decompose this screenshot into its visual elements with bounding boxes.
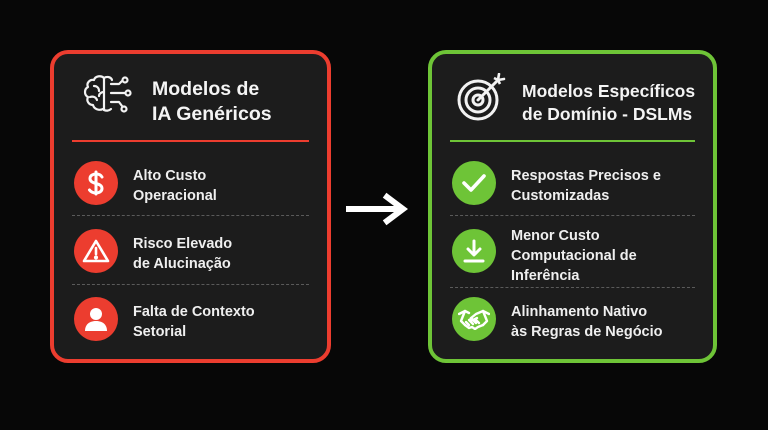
- dashed-divider: [450, 215, 695, 216]
- download-icon: [452, 229, 496, 273]
- list-item-label: Alinhamento Nativo às Regras de Negócio: [511, 304, 663, 340]
- check-icon: [452, 161, 496, 205]
- generic-ai-card-title: Modelos de IA Genéricos: [152, 78, 272, 125]
- user-icon: [74, 297, 118, 341]
- dashed-divider: [450, 287, 695, 288]
- warning-icon: [74, 229, 118, 273]
- list-item: Respostas Precisos e Customizadas: [450, 158, 695, 208]
- dslm-card-header: Modelos Específicos de Domínio - DSLMs: [432, 54, 713, 139]
- arrow-right-icon: [345, 189, 413, 234]
- dslm-card-title: Modelos Específicos de Domínio - DSLMs: [522, 81, 696, 124]
- generic-ai-card-divider: [72, 140, 309, 142]
- target-icon: [454, 72, 508, 128]
- list-item-label: Falta de Contexto Setorial: [133, 304, 255, 340]
- list-item-label: Respostas Precisos e Customizadas: [511, 168, 661, 204]
- dollar-icon: [74, 161, 118, 205]
- dslm-card: Modelos Específicos de Domínio - DSLMs R…: [428, 50, 717, 363]
- generic-ai-card: Modelos de IA Genéricos Alto Custo Opera…: [50, 50, 331, 363]
- list-item-label: Menor Custo Computacional de Inferência: [511, 228, 637, 284]
- list-item: Alinhamento Nativo às Regras de Negócio: [450, 294, 695, 344]
- list-item-label: Risco Elevado de Alucinação: [133, 236, 233, 272]
- dslm-card-divider: [450, 140, 695, 142]
- handshake-icon: [452, 297, 496, 341]
- list-item: Menor Custo Computacional de Inferência: [450, 226, 695, 292]
- dashed-divider: [72, 215, 309, 216]
- list-item: Alto Custo Operacional: [72, 158, 309, 208]
- brain-circuit-icon: [80, 72, 136, 129]
- list-item: Risco Elevado de Alucinação: [72, 226, 309, 276]
- list-item: Falta de Contexto Setorial: [72, 294, 309, 344]
- generic-ai-card-header: Modelos de IA Genéricos: [54, 54, 327, 139]
- list-item-label: Alto Custo Operacional: [133, 168, 217, 204]
- dashed-divider: [72, 284, 309, 285]
